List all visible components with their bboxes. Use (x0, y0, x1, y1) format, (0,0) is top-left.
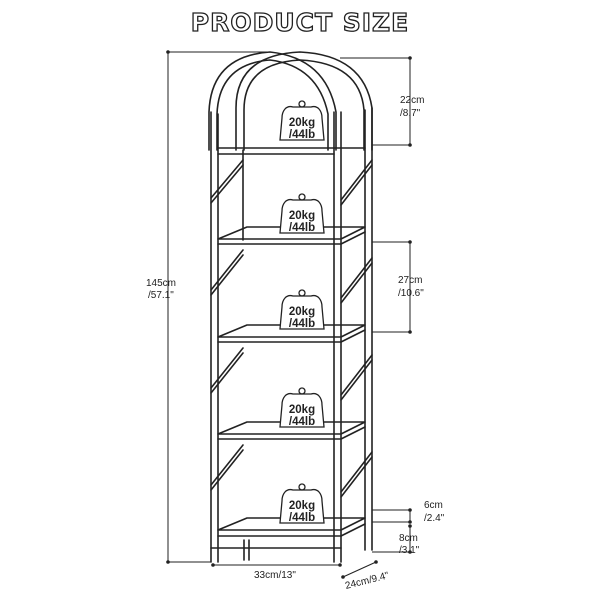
shelf-1-weight-lb: /44lb (289, 129, 315, 141)
shelf-3-board (217, 421, 366, 440)
page-title: PRODUCT SIZE (190, 7, 410, 37)
height-total-in: /57.1" (148, 290, 174, 301)
arch-height-cm: 22cm (400, 95, 424, 106)
front-arch-inner (216, 59, 329, 151)
leg-height-cm: 8cm (399, 533, 418, 544)
left-side-braces (210, 159, 244, 491)
shelf-4-weight-lb: /44lb (289, 416, 315, 428)
shelf-spacing-in: /10.6" (398, 288, 424, 299)
weight-icon-4 (279, 392, 325, 428)
bottom-rail-cm: 6cm (424, 500, 443, 511)
shelf-3-weight-lb: /44lb (289, 318, 315, 330)
shelf-5-weight-lb: /44lb (289, 512, 315, 524)
shelf-2-weight-lb: /44lb (289, 222, 315, 234)
shelf-1-weight-kg: 20kg (289, 117, 315, 129)
depth-dimension-line (342, 561, 377, 578)
width-label: 33cm/13" (254, 570, 296, 581)
shelf-spacing-cm: 27cm (398, 275, 422, 286)
shelf-1-board (217, 226, 366, 245)
arch-height-in: /8.7" (400, 108, 421, 119)
height-total-cm: 145cm (146, 278, 176, 289)
shelf-3-weight-kg: 20kg (289, 306, 315, 318)
right-side-braces (340, 159, 373, 498)
back-arch-outer (235, 51, 373, 151)
leg-height-in: /3.1" (399, 545, 420, 556)
shelf-4-weight-kg: 20kg (289, 404, 315, 416)
shelf-2-weight-kg: 20kg (289, 210, 315, 222)
weight-icon-3 (279, 294, 325, 330)
shelf-5-weight-kg: 20kg (289, 500, 315, 512)
weight-icon-2 (279, 198, 325, 234)
weight-icon-5 (279, 488, 325, 524)
shelf-2-board (217, 324, 366, 343)
weight-icon-1 (279, 105, 325, 141)
shelf-4-board (217, 517, 366, 537)
bottom-rail-in: /2.4" (424, 513, 445, 524)
